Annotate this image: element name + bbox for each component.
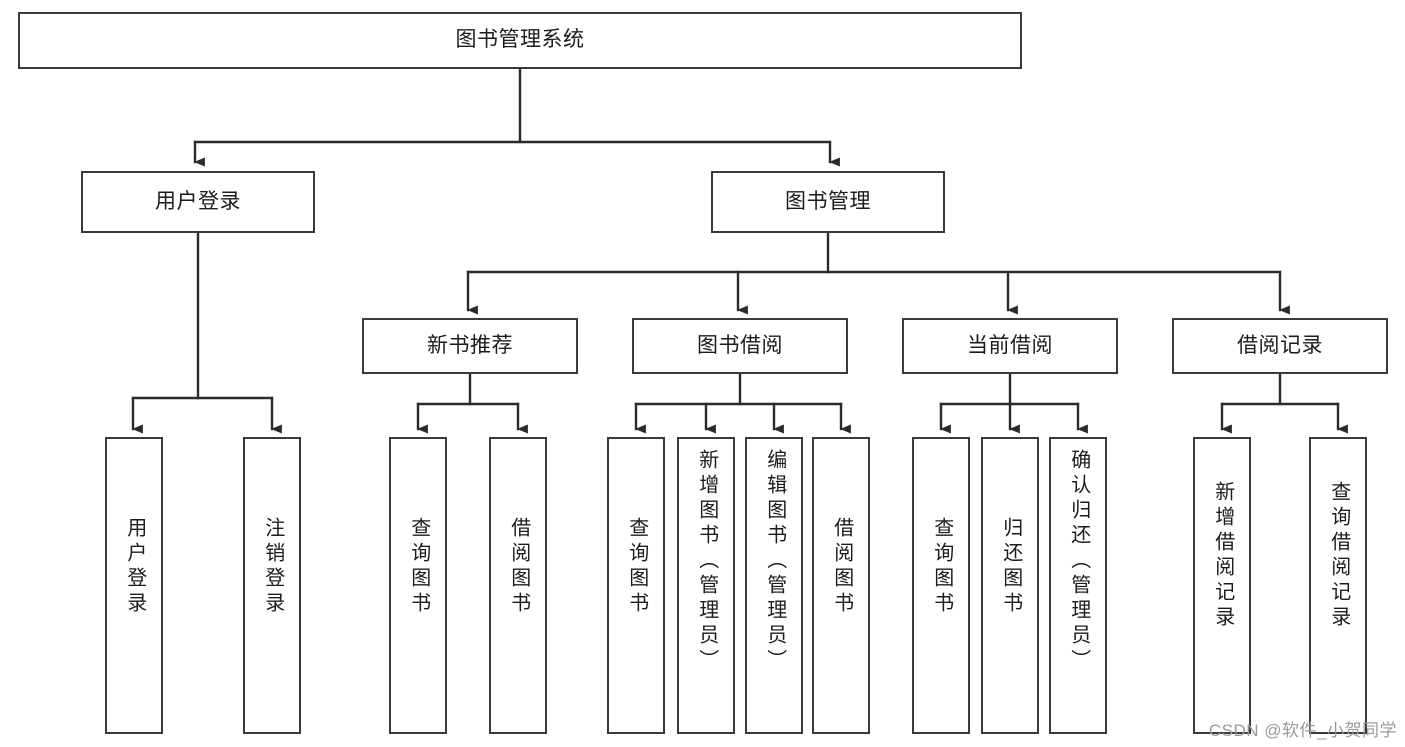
node-leaf-book-borrow-2[interactable]: 新增图书（管理员） [677, 437, 735, 734]
node-leaf-user-login-1[interactable]: 用户登录 [105, 437, 163, 734]
node-leaf-new-book-rec-1[interactable]: 查询图书 [389, 437, 447, 734]
node-root[interactable]: 图书管理系统 [18, 12, 1022, 69]
node-borrow-record-label: 借阅记录 [1237, 333, 1323, 357]
node-leaf-book-borrow-1-label: 查询图书 [625, 517, 648, 617]
node-leaf-book-borrow-3[interactable]: 编辑图书（管理员） [745, 437, 803, 734]
node-user-login[interactable]: 用户登录 [81, 171, 315, 233]
node-book-borrow-label: 图书借阅 [697, 333, 783, 357]
node-leaf-user-login-2-label: 注销登录 [261, 517, 284, 617]
node-root-label: 图书管理系统 [455, 28, 585, 52]
node-leaf-borrow-record-1-label: 新增借阅记录 [1211, 481, 1234, 631]
node-leaf-new-book-rec-1-label: 查询图书 [407, 517, 430, 617]
node-leaf-book-borrow-3-label: 编辑图书（管理员） [763, 449, 786, 674]
node-new-book-rec-label: 新书推荐 [427, 333, 513, 357]
node-user-login-label: 用户登录 [155, 189, 241, 213]
node-borrow-record[interactable]: 借阅记录 [1172, 318, 1388, 374]
node-leaf-borrow-record-2[interactable]: 查询借阅记录 [1309, 437, 1367, 734]
node-book-manage[interactable]: 图书管理 [711, 171, 945, 233]
node-current-borrow[interactable]: 当前借阅 [902, 318, 1118, 374]
node-leaf-book-borrow-4[interactable]: 借阅图书 [812, 437, 870, 734]
node-leaf-borrow-record-1[interactable]: 新增借阅记录 [1193, 437, 1251, 734]
node-leaf-user-login-1-label: 用户登录 [123, 517, 146, 617]
node-leaf-current-borrow-1-label: 查询图书 [930, 517, 953, 617]
node-book-borrow[interactable]: 图书借阅 [632, 318, 848, 374]
node-leaf-current-borrow-3[interactable]: 确认归还（管理员） [1049, 437, 1107, 734]
node-leaf-current-borrow-2[interactable]: 归还图书 [981, 437, 1039, 734]
node-leaf-book-borrow-1[interactable]: 查询图书 [607, 437, 665, 734]
node-current-borrow-label: 当前借阅 [967, 333, 1053, 357]
node-leaf-current-borrow-2-label: 归还图书 [999, 517, 1022, 617]
node-leaf-book-borrow-2-label: 新增图书（管理员） [695, 449, 718, 674]
node-leaf-book-borrow-4-label: 借阅图书 [830, 517, 853, 617]
node-leaf-borrow-record-2-label: 查询借阅记录 [1327, 481, 1350, 631]
node-leaf-new-book-rec-2-label: 借阅图书 [507, 517, 530, 617]
csdn-watermark: CSDN @软件_小贺同学 [1208, 721, 1397, 740]
node-leaf-user-login-2[interactable]: 注销登录 [243, 437, 301, 734]
node-new-book-rec[interactable]: 新书推荐 [362, 318, 578, 374]
node-book-manage-label: 图书管理 [785, 189, 871, 213]
node-leaf-current-borrow-3-label: 确认归还（管理员） [1067, 449, 1090, 674]
node-leaf-new-book-rec-2[interactable]: 借阅图书 [489, 437, 547, 734]
node-leaf-current-borrow-1[interactable]: 查询图书 [912, 437, 970, 734]
